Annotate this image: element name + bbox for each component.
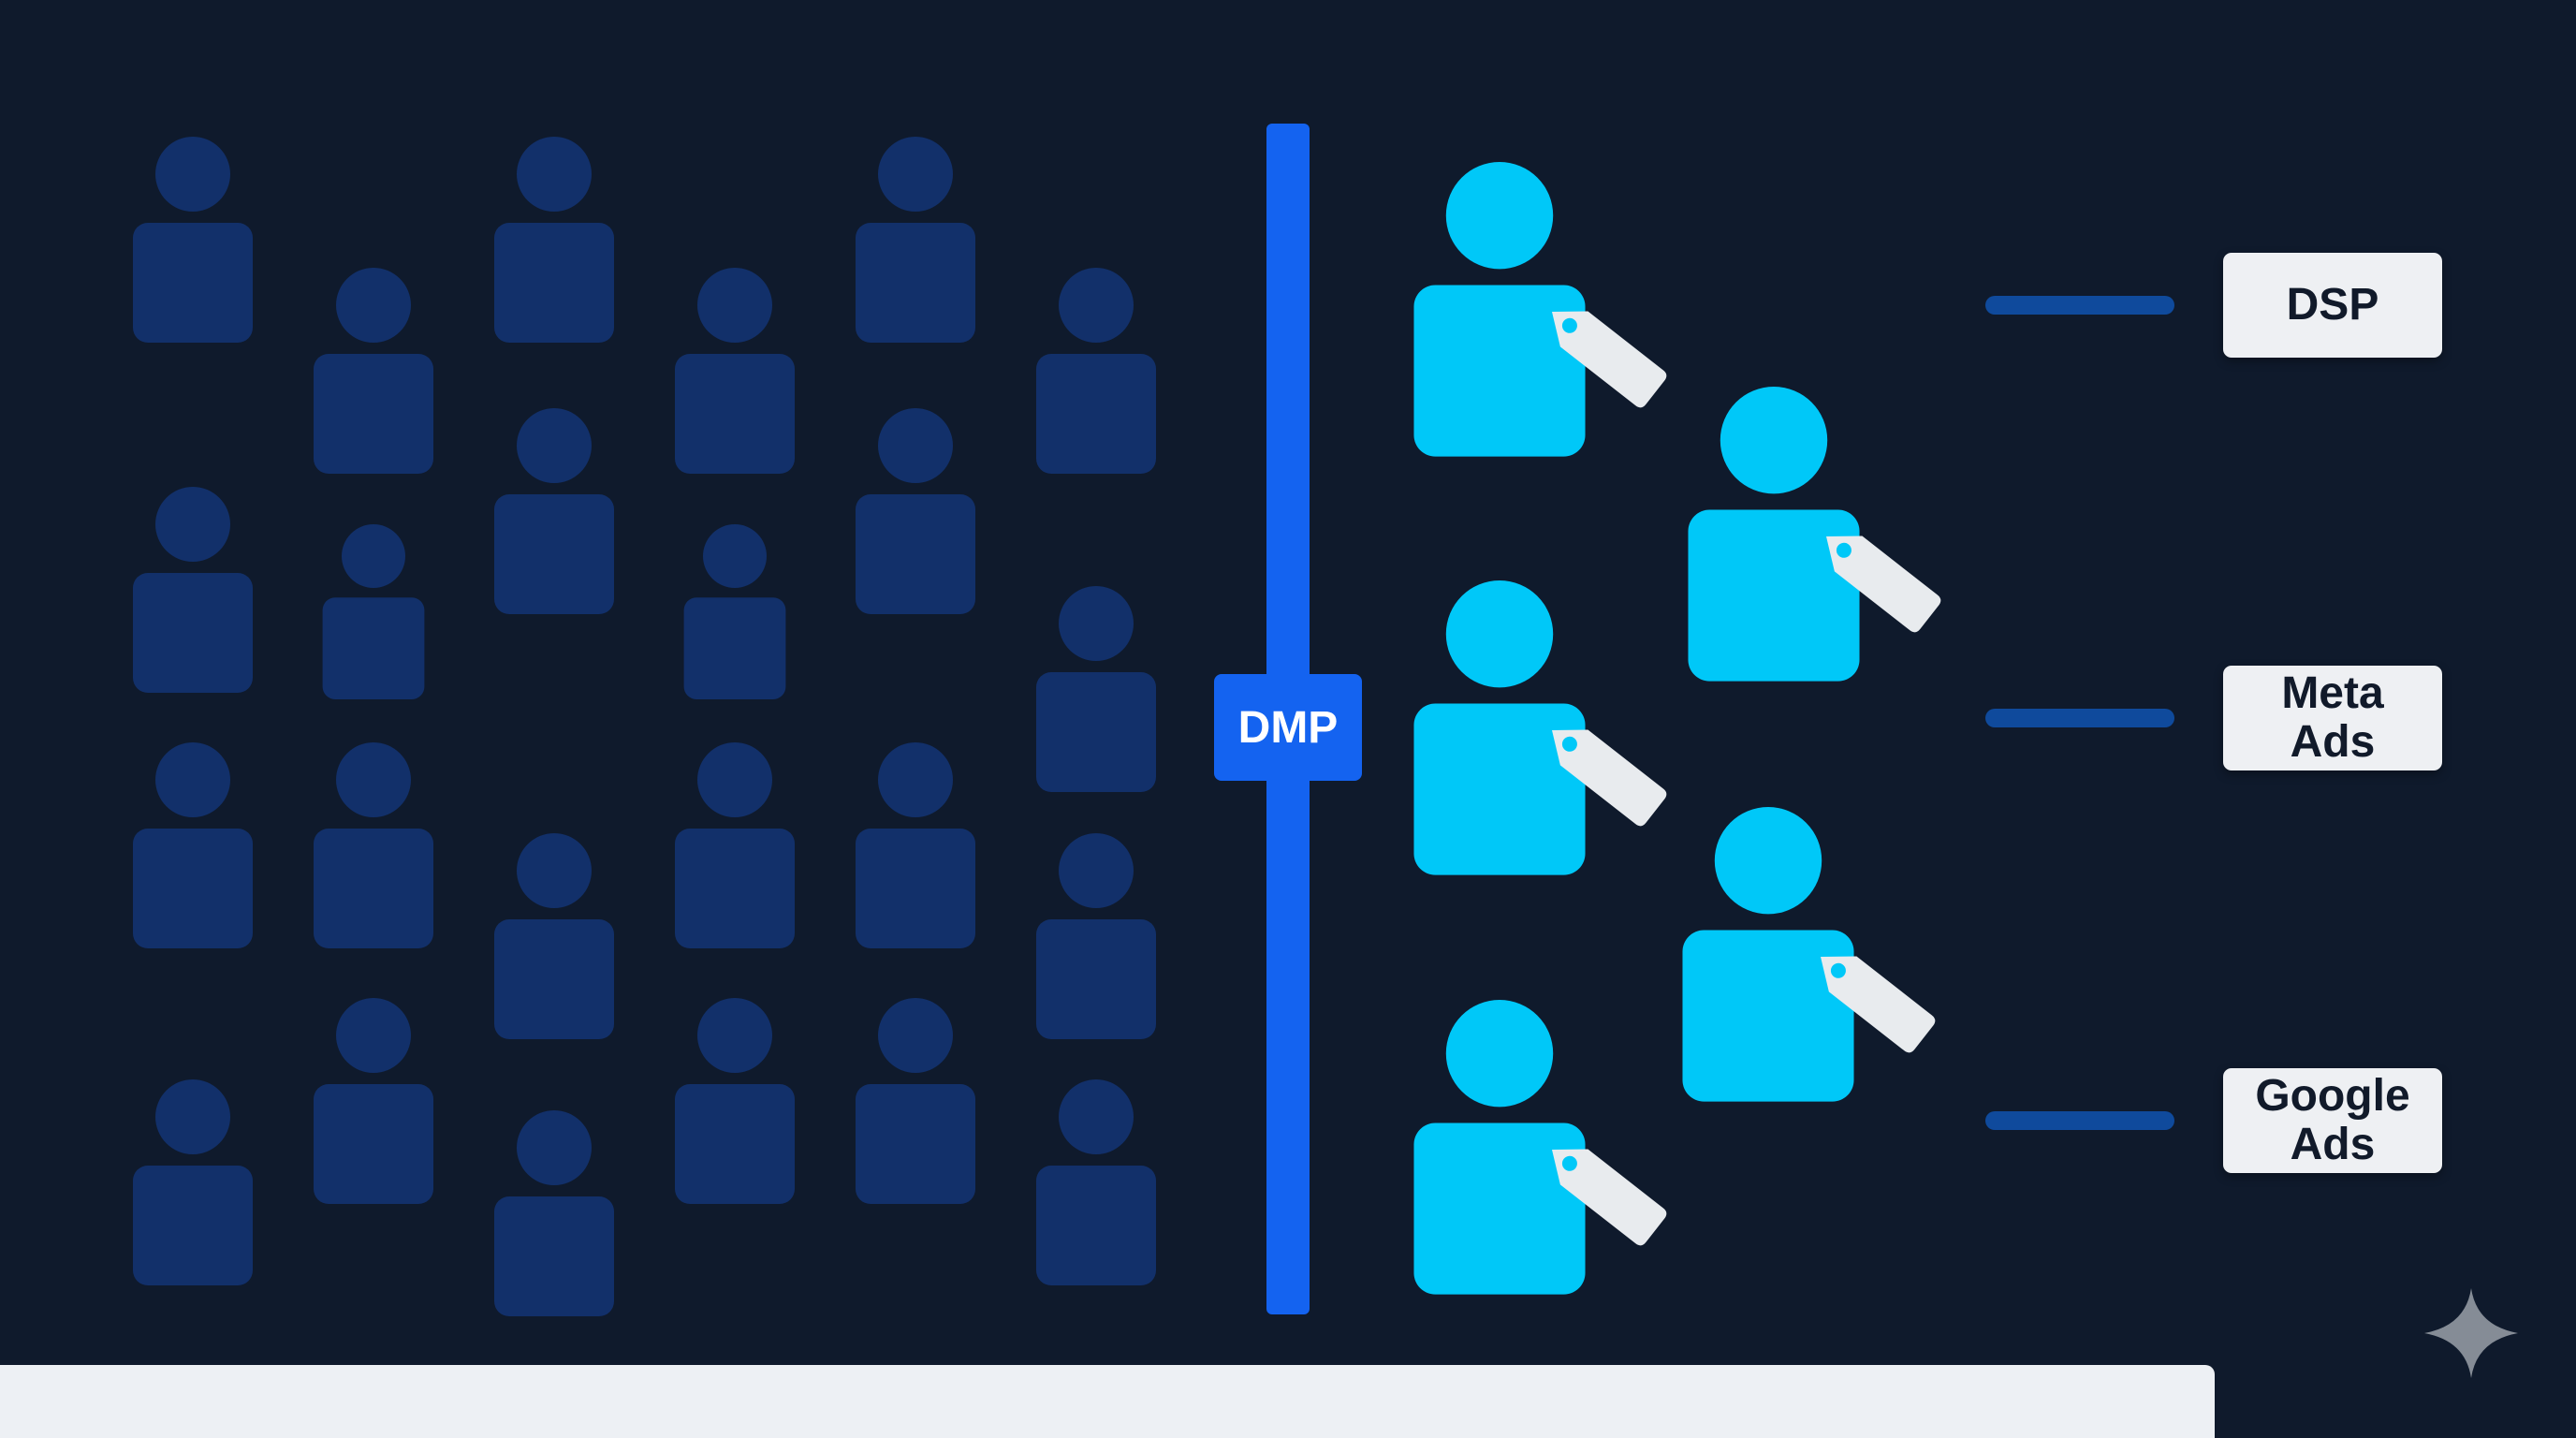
destination-meta-ads: Meta Ads [2223, 666, 2442, 770]
destination-google-ads: Google Ads [2223, 1068, 2442, 1173]
person-icon [675, 742, 795, 948]
person-icon [856, 998, 975, 1204]
destination-dsp: DSP [2223, 253, 2442, 358]
tag-icon [1821, 956, 1936, 1053]
dmp-label: DMP [1214, 674, 1362, 781]
person-icon [675, 998, 795, 1204]
tag-icon [1552, 311, 1667, 408]
tagged-person-icon [1682, 807, 1936, 1102]
connectors [1985, 296, 2174, 1130]
person-icon [314, 998, 433, 1204]
person-icon [683, 524, 786, 699]
person-icon [494, 137, 614, 343]
segmented-audience [1413, 162, 1941, 1295]
sparkle-icon [2424, 1288, 2518, 1378]
tagged-person-icon [1688, 387, 1941, 682]
bottom-bar [0, 1365, 2215, 1438]
person-icon [494, 408, 614, 614]
person-icon [322, 524, 425, 699]
person-icon [314, 268, 433, 474]
tagged-person-icon [1413, 162, 1667, 457]
person-icon [1036, 1079, 1156, 1285]
person-icon [1036, 586, 1156, 792]
tag-icon [1552, 1149, 1667, 1246]
tagged-person-icon [1413, 1000, 1667, 1295]
person-icon [494, 1110, 614, 1316]
person-icon [494, 833, 614, 1039]
tagged-person-icon [1413, 580, 1667, 875]
person-icon [675, 268, 795, 474]
person-icon [856, 742, 975, 948]
person-icon [133, 742, 253, 948]
tag-icon [1826, 536, 1941, 633]
person-icon [133, 487, 253, 693]
person-icon [856, 408, 975, 614]
person-icon [1036, 833, 1156, 1039]
person-icon [1036, 268, 1156, 474]
person-icon [314, 742, 433, 948]
person-icon [856, 137, 975, 343]
unsegmented-crowd [133, 137, 1156, 1316]
tag-icon [1552, 729, 1667, 827]
person-icon [133, 137, 253, 343]
person-icon [133, 1079, 253, 1285]
